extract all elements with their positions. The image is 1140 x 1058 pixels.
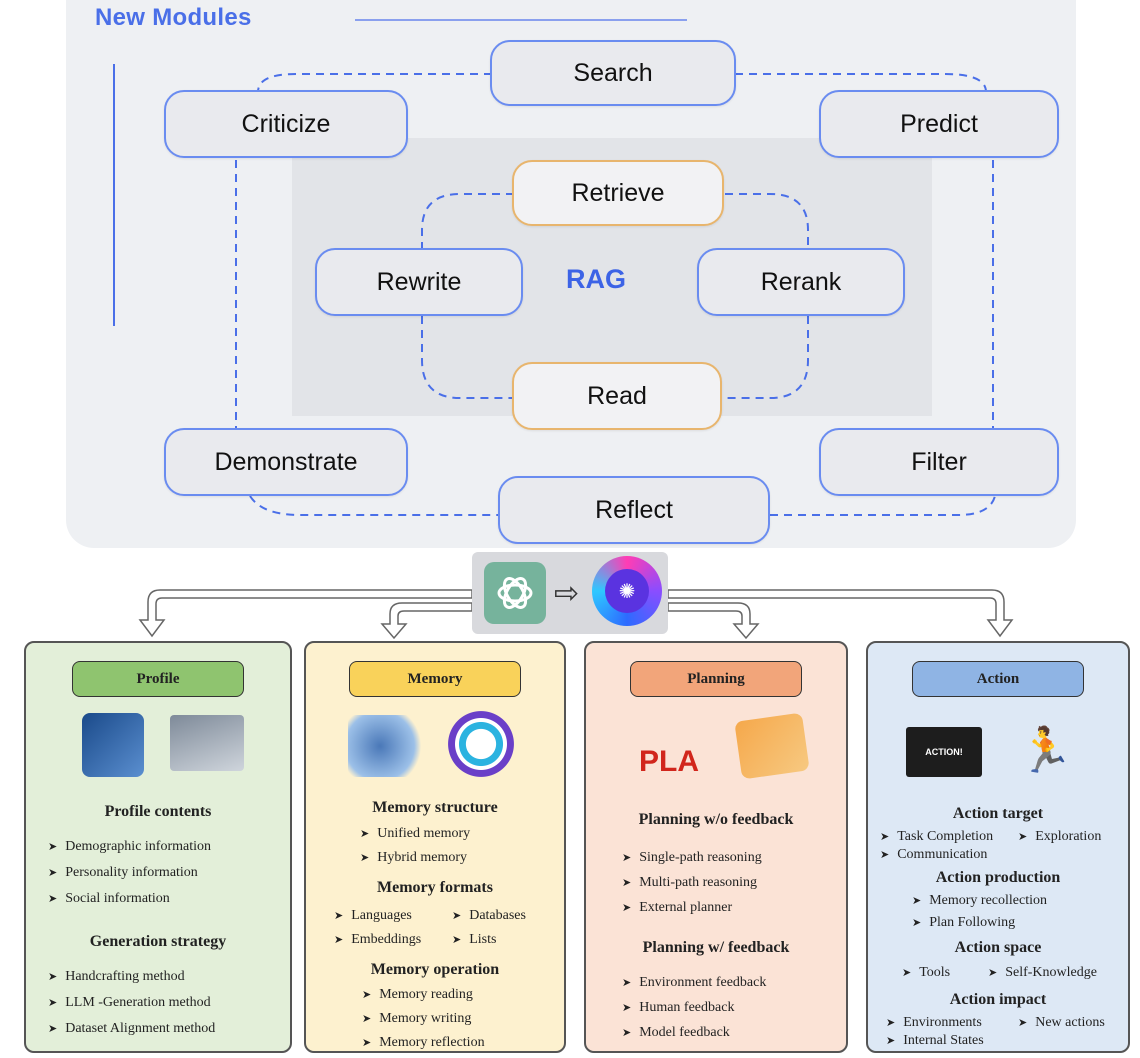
action-pill: Action	[912, 661, 1084, 697]
outer-loop-bottom-right	[770, 495, 996, 516]
list-item: Self-Knowledge	[988, 965, 1097, 981]
hub-arrows	[138, 589, 1014, 640]
card-action: Action ACTION! 🏃 Action target Task Comp…	[866, 641, 1130, 1053]
list-item: Dataset Alignment method	[48, 1021, 215, 1037]
laptop-icon	[170, 715, 244, 771]
memory-structure-heading: Memory structure	[372, 799, 498, 816]
list-item: Model feedback	[622, 1025, 730, 1041]
inner-loop-top-right	[725, 193, 809, 248]
list-item: Databases	[452, 908, 526, 924]
list-item: Languages	[334, 908, 412, 924]
action-target-heading: Action target	[952, 805, 1044, 822]
list-item: Demographic information	[48, 839, 211, 855]
inner-loop-top-left	[421, 193, 514, 248]
list-item: Memory writing	[362, 1011, 471, 1027]
list-item: Handcrafting method	[48, 969, 184, 985]
memory-pill: Memory	[349, 661, 521, 697]
list-item: Personality information	[48, 865, 198, 881]
module-search: Search	[490, 40, 736, 106]
list-item: Internal States	[886, 1033, 983, 1049]
memory-types-diagram-icon	[446, 709, 516, 779]
list-item: Exploration	[1018, 829, 1101, 845]
card-memory: Memory Memory structure Unified memory H…	[304, 641, 566, 1053]
planning-pill: Planning	[630, 661, 802, 697]
list-item: New actions	[1018, 1015, 1105, 1031]
module-predict: Predict	[819, 90, 1059, 158]
panel-title: New Modules	[95, 4, 252, 31]
planning-without-feedback-heading: Planning w/o feedback	[638, 811, 794, 828]
title-divider	[355, 19, 687, 21]
list-item: Environment feedback	[622, 975, 766, 991]
planning-construction-icon: PLA	[639, 745, 699, 778]
list-item: Environments	[886, 1015, 982, 1031]
list-item: Embeddings	[334, 932, 421, 948]
list-item: Communication	[880, 847, 987, 863]
list-item: LLM -Generation method	[48, 995, 210, 1011]
list-item: Memory reflection	[362, 1035, 484, 1051]
list-item: Plan Following	[912, 915, 1015, 931]
list-item: Memory recollection	[912, 893, 1047, 909]
list-item: Social information	[48, 891, 170, 907]
module-connectors	[235, 73, 996, 516]
hollow-down-arrow-icon	[138, 589, 473, 638]
hollow-down-arrow-icon	[667, 589, 1014, 638]
list-item: Lists	[452, 932, 496, 948]
module-read: Read	[512, 362, 722, 430]
outer-loop-top-left	[257, 73, 492, 93]
list-item: Memory reading	[362, 987, 473, 1003]
list-item: Multi-path reasoning	[622, 875, 757, 891]
memory-operation-heading: Memory operation	[370, 961, 500, 978]
list-item: Tools	[902, 965, 950, 981]
profile-contents-heading: Profile contents	[104, 803, 212, 820]
list-item: Hybrid memory	[360, 850, 467, 866]
side-divider	[113, 64, 115, 326]
action-space-heading: Action space	[954, 939, 1042, 956]
rag-label: RAG	[566, 264, 626, 294]
action-production-heading: Action production	[935, 869, 1061, 886]
planning-with-feedback-heading: Planning w/ feedback	[642, 939, 790, 956]
profile-pill: Profile	[72, 661, 244, 697]
module-demonstrate: Demonstrate	[164, 428, 408, 496]
module-rerank: Rerank	[697, 248, 905, 316]
module-rewrite: Rewrite	[315, 248, 523, 316]
inner-loop-bottom-left	[421, 316, 514, 399]
module-filter: Filter	[819, 428, 1059, 496]
outer-loop-bottom-left	[249, 495, 500, 516]
memory-formats-heading: Memory formats	[377, 879, 493, 896]
list-item: Task Completion	[880, 829, 993, 845]
brain-icon	[348, 715, 428, 777]
action-impact-heading: Action impact	[949, 991, 1047, 1008]
list-item: Single-path reasoning	[622, 850, 761, 866]
hollow-down-arrow-icon	[667, 602, 760, 640]
clapperboard-icon: ACTION!	[906, 727, 982, 777]
generation-strategy-heading: Generation strategy	[89, 933, 227, 950]
card-planning: Planning PLA Planning w/o feedback Singl…	[584, 641, 848, 1053]
outer-loop-top-right	[735, 73, 987, 93]
list-item: External planner	[622, 900, 732, 916]
module-criticize: Criticize	[164, 90, 408, 158]
module-reflect: Reflect	[498, 476, 770, 544]
ai-brain-logo-icon: ✺	[592, 556, 662, 626]
profile-photo-icon	[82, 713, 144, 777]
list-item: Human feedback	[622, 1000, 734, 1016]
module-retrieve: Retrieve	[512, 160, 724, 226]
list-item: Unified memory	[360, 826, 470, 842]
hollow-right-arrow-icon: ⇨	[554, 577, 580, 610]
hollow-down-arrow-icon	[380, 602, 473, 640]
planning-puzzle-icon	[734, 712, 810, 780]
inner-loop-bottom-right	[723, 316, 809, 399]
chatgpt-logo-icon	[484, 562, 546, 624]
card-profile: Profile Profile contents Demographic inf…	[24, 641, 292, 1053]
running-person-icon: 🏃	[1018, 726, 1073, 775]
